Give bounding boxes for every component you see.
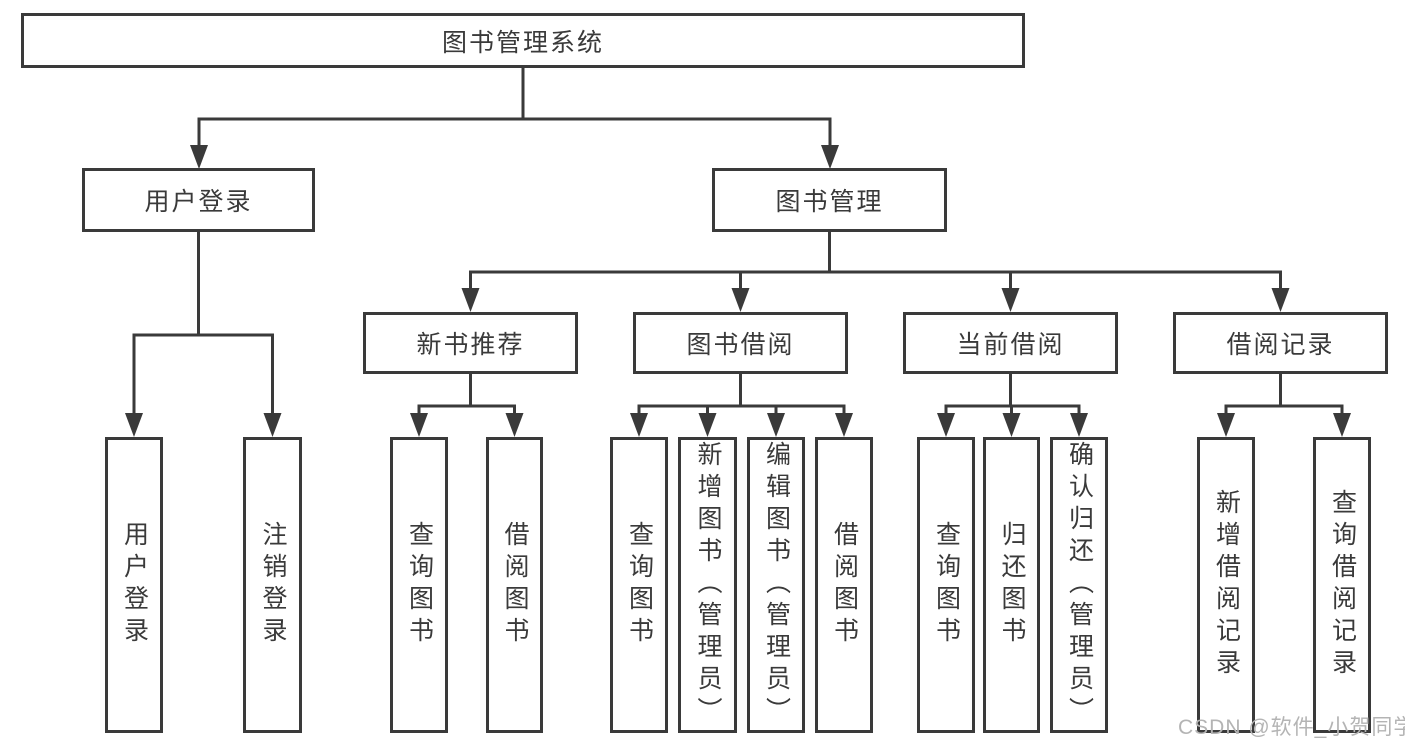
csdn-watermark: CSDN @软件_小贺同学	[1178, 716, 1405, 739]
node-leaf-logout-login-label: 注销登录	[259, 521, 287, 649]
node-leaf-edit-book-admin-label: 编辑图书（管理员）	[762, 441, 791, 729]
node-leaf-query-books-current-label: 查询图书	[932, 521, 961, 649]
node-leaf-confirm-return-admin: 确认归还（管理员）	[1050, 437, 1108, 733]
node-root-label: 图书管理系统	[441, 28, 604, 57]
node-leaf-logout-login: 注销登录	[243, 437, 302, 733]
node-leaf-query-books-current: 查询图书	[917, 437, 975, 733]
node-new-book-recommend-label: 新书推荐	[416, 331, 525, 359]
node-user-login-label: 用户登录	[144, 188, 253, 216]
node-leaf-edit-book-admin: 编辑图书（管理员）	[747, 437, 805, 733]
node-leaf-borrow-books-recommend: 借阅图书	[486, 437, 543, 733]
node-leaf-user-login-label: 用户登录	[120, 521, 149, 649]
node-leaf-query-books-recommend: 查询图书	[390, 437, 448, 733]
node-book-borrow: 图书借阅	[633, 312, 848, 374]
node-leaf-borrow-books-borrow-label: 借阅图书	[830, 521, 859, 649]
node-root: 图书管理系统	[21, 13, 1025, 68]
connector-user-login-to-leaves	[125, 232, 282, 437]
node-user-login: 用户登录	[82, 168, 315, 232]
connector-borrow-records-to-leaves	[1217, 374, 1351, 437]
node-book-management-label: 图书管理	[775, 188, 884, 216]
connector-new-book-recommend-to-leaves	[410, 374, 524, 437]
node-leaf-add-borrow-record-label: 新增借阅记录	[1212, 489, 1241, 681]
node-borrow-records-label: 借阅记录	[1226, 331, 1335, 359]
node-leaf-user-login: 用户登录	[105, 437, 163, 733]
node-leaf-borrow-books-borrow: 借阅图书	[815, 437, 873, 733]
node-leaf-query-borrow-record-label: 查询借阅记录	[1328, 489, 1357, 681]
node-leaf-query-books-borrow: 查询图书	[610, 437, 668, 733]
node-leaf-add-book-admin-label: 新增图书（管理员）	[694, 441, 722, 729]
node-book-borrow-label: 图书借阅	[686, 331, 795, 359]
node-book-management: 图书管理	[712, 168, 947, 232]
connector-book-management-to-level3	[461, 232, 1290, 312]
node-current-borrow: 当前借阅	[903, 312, 1118, 374]
connector-book-borrow-to-leaves	[630, 374, 853, 437]
node-new-book-recommend: 新书推荐	[363, 312, 578, 374]
node-leaf-query-borrow-record: 查询借阅记录	[1313, 437, 1371, 733]
node-leaf-query-books-recommend-label: 查询图书	[405, 521, 434, 649]
node-borrow-records: 借阅记录	[1173, 312, 1388, 374]
node-leaf-return-books: 归还图书	[983, 437, 1040, 733]
connector-current-borrow-to-leaves	[937, 374, 1088, 437]
node-current-borrow-label: 当前借阅	[956, 331, 1065, 359]
node-leaf-borrow-books-recommend-label: 借阅图书	[501, 521, 529, 649]
node-leaf-return-books-label: 归还图书	[998, 521, 1026, 649]
node-leaf-add-book-admin: 新增图书（管理员）	[678, 437, 737, 733]
node-leaf-add-borrow-record: 新增借阅记录	[1197, 437, 1255, 733]
node-leaf-confirm-return-admin-label: 确认归还（管理员）	[1065, 441, 1094, 729]
node-leaf-query-books-borrow-label: 查询图书	[625, 521, 654, 649]
connector-root-to-level2	[190, 68, 839, 169]
